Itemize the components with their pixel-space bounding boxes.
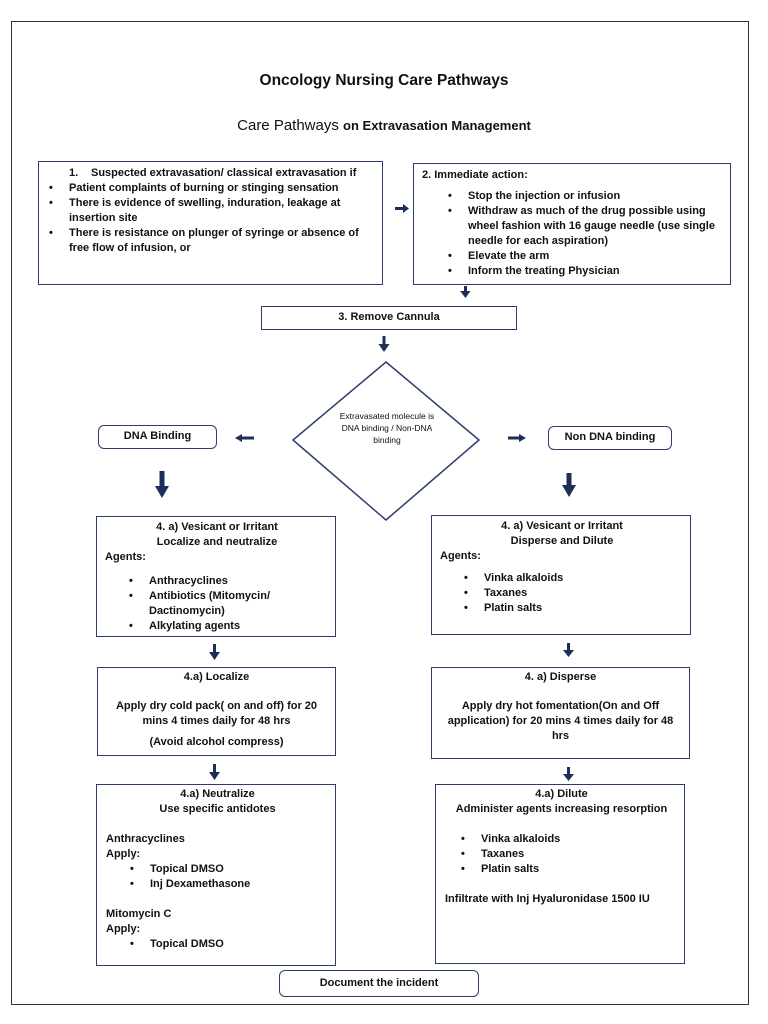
document-incident-label: Document the incident xyxy=(319,977,439,989)
right-vesicant-box: 4. a) Vesicant or Irritant Disperse and … xyxy=(431,515,691,635)
step2-box: 2. Immediate action: Stop the injection … xyxy=(413,163,731,285)
page-subtitle: Care Pathways on Extravasation Managemen… xyxy=(0,117,768,134)
disperse-title: 4. a) Disperse xyxy=(524,671,597,683)
step1-heading-text: Suspected extravasation/ classical extra… xyxy=(91,167,357,179)
neutralize-title: 4.a) Neutralize xyxy=(180,788,255,800)
subtitle-bold: on Extravasation Management xyxy=(343,118,531,133)
step1-item: There is evidence of swelling, induratio… xyxy=(39,196,374,226)
step1-heading: 1. Suspected extravasation/ classical ex… xyxy=(69,166,374,181)
disperse-box: 4. a) Disperse Apply dry hot fomentation… xyxy=(431,667,690,759)
anthracyclines-apply: Apply: xyxy=(106,848,141,860)
step2-list: Stop the injection or infusion Withdraw … xyxy=(422,189,722,279)
step3-label: 3. Remove Cannula xyxy=(338,311,440,323)
localize-title: 4.a) Localize xyxy=(183,671,250,683)
mitomycin-list: Topical DMSO xyxy=(106,937,329,952)
dilute-subtitle: Administer agents increasing resorption xyxy=(455,803,668,815)
disperse-text: Apply dry hot fomentation(On and Off app… xyxy=(447,700,674,742)
anthracyclines-heading: Anthracyclines xyxy=(106,833,185,845)
step2-item: Elevate the arm xyxy=(438,249,722,264)
step1-item: Patient complaints of burning or stingin… xyxy=(39,181,374,196)
left-agents-list: Anthracyclines Antibiotics (Mitomycin/ D… xyxy=(105,574,329,634)
arrow-down-icon xyxy=(209,764,220,780)
left-vesicant-title: 4. a) Vesicant or Irritant xyxy=(156,521,278,533)
mitomycin-apply: Apply: xyxy=(106,923,141,935)
step1-item: There is resistance on plunger of syring… xyxy=(39,226,374,256)
arrow-left-icon xyxy=(235,434,254,442)
localize-box: 4.a) Localize Apply dry cold pack( on an… xyxy=(97,667,336,756)
right-agent-item: Taxanes xyxy=(454,586,684,601)
localize-text: Apply dry cold pack( on and off) for 20 … xyxy=(115,700,318,727)
mitomycin-heading: Mitomycin C xyxy=(106,908,172,920)
page-title: Oncology Nursing Care Pathways xyxy=(259,72,509,89)
step2-item: Stop the injection or infusion xyxy=(438,189,722,204)
dilute-box: 4.a) Dilute Administer agents increasing… xyxy=(435,784,685,964)
arrow-down-icon xyxy=(563,643,574,657)
dna-binding-label: DNA Binding xyxy=(123,430,192,442)
dna-binding-label-box: DNA Binding xyxy=(98,425,217,449)
arrow-right-icon xyxy=(395,204,409,213)
step1-box: 1. Suspected extravasation/ classical ex… xyxy=(38,161,383,285)
antidote-item: Topical DMSO xyxy=(120,937,329,952)
right-agents-label: Agents: xyxy=(440,550,481,562)
left-agent-item: Alkylating agents xyxy=(119,619,329,634)
arrow-down-icon xyxy=(563,767,574,781)
subtitle-prefix: Care Pathways xyxy=(237,117,339,134)
left-agent-item: Anthracyclines xyxy=(119,574,329,589)
arrow-down-icon xyxy=(209,644,220,660)
step2-item: Withdraw as much of the drug possible us… xyxy=(438,204,722,249)
antidote-item: Inj Dexamethasone xyxy=(120,877,329,892)
neutralize-subtitle: Use specific antidotes xyxy=(159,803,276,815)
antidote-item: Topical DMSO xyxy=(120,862,329,877)
neutralize-box: 4.a) Neutralize Use specific antidotes A… xyxy=(96,784,336,966)
left-agents-label: Agents: xyxy=(105,551,146,563)
dilute-item: Taxanes xyxy=(451,847,678,862)
dilute-item: Platin salts xyxy=(451,862,678,877)
step2-item: Inform the treating Physician xyxy=(438,264,722,279)
localize-note: (Avoid alcohol compress) xyxy=(149,736,284,748)
right-vesicant-title: 4. a) Vesicant or Irritant xyxy=(501,520,623,532)
left-vesicant-box: 4. a) Vesicant or Irritant Localize and … xyxy=(96,516,336,637)
anthracyclines-list: Topical DMSO Inj Dexamethasone xyxy=(106,862,329,892)
arrow-down-icon xyxy=(155,471,169,498)
right-agents-list: Vinka alkaloids Taxanes Platin salts xyxy=(440,571,684,616)
decision-text: Extravasated molecule is DNA binding / N… xyxy=(339,411,435,445)
dilute-list: Vinka alkaloids Taxanes Platin salts xyxy=(445,832,678,877)
non-dna-binding-label-box: Non DNA binding xyxy=(548,426,672,450)
step1-number: 1. xyxy=(69,167,79,179)
arrow-down-icon xyxy=(378,336,390,352)
arrow-right-icon xyxy=(508,434,526,442)
step3-box: 3. Remove Cannula xyxy=(261,306,517,330)
decision-diamond xyxy=(291,361,481,521)
step1-list: Patient complaints of burning or stingin… xyxy=(39,181,374,256)
page-border xyxy=(11,21,749,1005)
right-agent-item: Vinka alkaloids xyxy=(454,571,684,586)
dilute-title: 4.a) Dilute xyxy=(535,788,588,800)
document-incident-box: Document the incident xyxy=(279,970,479,997)
step2-heading: 2. Immediate action: xyxy=(422,169,528,181)
arrow-down-icon xyxy=(562,473,576,497)
left-agent-item: Antibiotics (Mitomycin/ Dactinomycin) xyxy=(119,589,329,619)
arrow-down-icon xyxy=(460,286,471,298)
non-dna-binding-label: Non DNA binding xyxy=(564,431,656,443)
right-agent-item: Platin salts xyxy=(454,601,684,616)
dilute-item: Vinka alkaloids xyxy=(451,832,678,847)
hyaluronidase-text: Infiltrate with Inj Hyaluronidase 1500 I… xyxy=(445,893,650,905)
right-vesicant-subtitle: Disperse and Dilute xyxy=(510,535,614,547)
left-vesicant-subtitle: Localize and neutralize xyxy=(156,536,278,548)
